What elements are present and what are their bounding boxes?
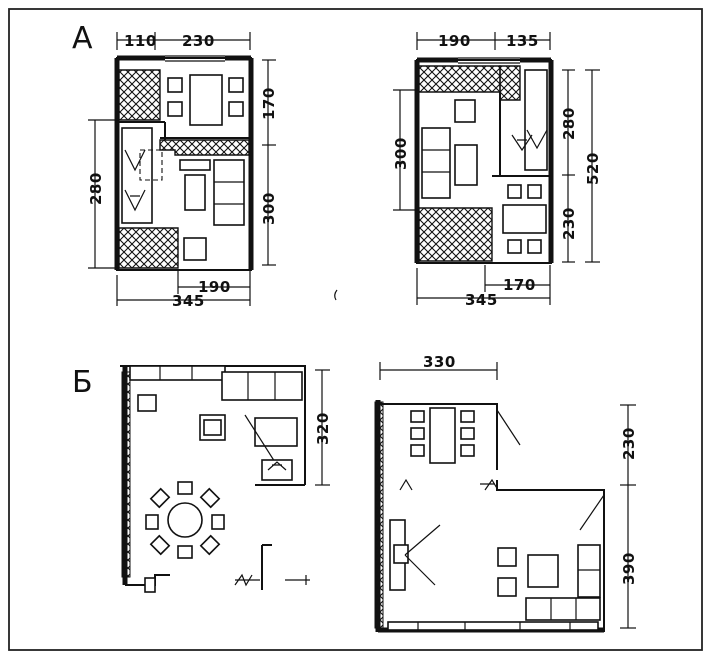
dim-a-left-right-1: 170 <box>260 87 278 120</box>
dim-a-left-bottom-2: 345 <box>172 292 205 310</box>
dim-b-left-right: 320 <box>314 412 332 445</box>
dim-a-left-left: 280 <box>87 172 105 205</box>
dim-a-right-right-2: 230 <box>560 207 578 240</box>
plan-b-left: 320 <box>120 365 332 593</box>
dim-a-left-right-2: 300 <box>260 192 278 225</box>
plan-b-right: 330 230 390 <box>374 353 638 633</box>
scan-mark <box>334 289 338 301</box>
plan-a-left: 110 230 170 300 280 190 345 <box>87 32 278 310</box>
section-label-b: Б <box>72 365 93 400</box>
dim-a-left-top-1: 110 <box>124 32 157 50</box>
plan-a-right: 190 135 300 280 230 520 170 345 <box>392 32 602 309</box>
dim-a-left-bottom-1: 190 <box>198 278 231 296</box>
section-label-a: А <box>72 21 93 56</box>
dim-a-right-right-total: 520 <box>584 152 602 185</box>
dim-a-right-bottom-1: 170 <box>503 276 536 294</box>
dim-a-right-bottom-2: 345 <box>465 291 498 309</box>
dim-a-right-top-2: 135 <box>506 32 539 50</box>
dim-b-right-right-1: 230 <box>620 427 638 460</box>
dim-a-right-right-1: 280 <box>560 107 578 140</box>
dim-a-right-top-1: 190 <box>438 32 471 50</box>
dim-a-right-left: 300 <box>392 137 410 170</box>
dim-a-left-top-2: 230 <box>182 32 215 50</box>
dim-b-right-right-2: 390 <box>620 552 638 585</box>
plate-frame <box>8 8 703 651</box>
dim-b-right-top: 330 <box>423 353 456 371</box>
